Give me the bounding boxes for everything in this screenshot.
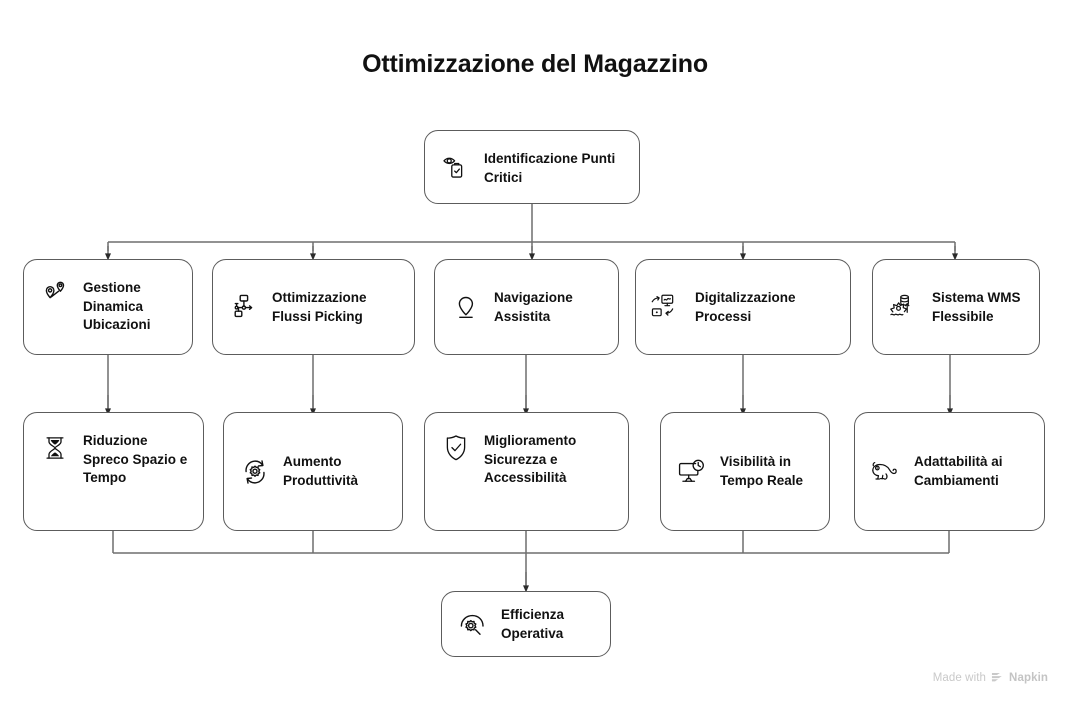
node-label: Adattabilità ai Cambiamenti — [914, 454, 1003, 488]
gear-refresh-icon — [238, 455, 272, 489]
shield-check-icon — [439, 431, 473, 465]
node-label: Ottimizzazione Flussi Picking — [272, 289, 367, 324]
node-label: Riduzione Spreco Spazio e Tempo — [83, 433, 188, 486]
node-gestione-dinamica-ubicazioni[interactable]: Gestione Dinamica Ubicazioni — [23, 259, 193, 355]
node-label: Gestione Dinamica Ubicazioni — [83, 280, 151, 333]
node-identificazione[interactable]: Identificazione Punti Critici — [424, 130, 640, 204]
node-navigazione-assistita[interactable]: Navigazione Assistita — [434, 259, 619, 355]
map-pins-route-icon — [38, 278, 72, 312]
node-miglioramento-sicurezza[interactable]: Miglioramento Sicurezza e Accessibilità — [424, 412, 629, 531]
workflow-nodes-icon — [227, 290, 261, 324]
digital-screens-arrows-icon — [650, 290, 684, 324]
eye-clipboard-icon — [439, 149, 473, 183]
node-ottimizzazione-flussi-picking[interactable]: Ottimizzazione Flussi Picking — [212, 259, 415, 355]
hourglass-icon — [38, 431, 72, 465]
node-riduzione-spreco[interactable]: Riduzione Spreco Spazio e Tempo — [23, 412, 204, 531]
node-efficienza-operativa[interactable]: Efficienza Operativa — [441, 591, 611, 657]
node-label: Identificazione Punti Critici — [484, 151, 616, 185]
node-adattabilita-cambiamenti[interactable]: Adattabilità ai Cambiamenti — [854, 412, 1045, 531]
node-sistema-wms-flessibile[interactable]: Sistema WMS Flessibile — [872, 259, 1040, 355]
page-title: Ottimizzazione del Magazzino — [362, 50, 708, 78]
database-flexible-gear-icon — [887, 290, 921, 324]
napkin-logo-icon — [991, 670, 1004, 686]
monitor-clock-icon — [675, 455, 709, 489]
node-label: Miglioramento Sicurezza e Accessibilità — [484, 433, 577, 486]
node-label: Sistema WMS Flessibile — [932, 289, 1021, 324]
node-digitalizzazione-processi[interactable]: Digitalizzazione Processi — [635, 259, 851, 355]
node-aumento-produttivita[interactable]: Aumento Produttività — [223, 412, 403, 531]
node-label: Navigazione Assistita — [494, 289, 573, 324]
napkin-watermark: Made with Napkin — [933, 670, 1048, 686]
node-label: Visibilità in Tempo Reale — [720, 454, 804, 488]
node-label: Digitalizzazione Processi — [695, 289, 796, 324]
gear-magnifier-icon — [456, 607, 490, 641]
node-label: Efficienza Operativa — [501, 606, 565, 641]
node-label: Aumento Produttività — [283, 454, 359, 488]
watermark-brand: Napkin — [1009, 672, 1048, 684]
location-pin-icon — [449, 290, 483, 324]
chameleon-icon — [869, 455, 903, 489]
node-visibilita-tempo-reale[interactable]: Visibilità in Tempo Reale — [660, 412, 830, 531]
watermark-prefix: Made with — [932, 672, 987, 684]
